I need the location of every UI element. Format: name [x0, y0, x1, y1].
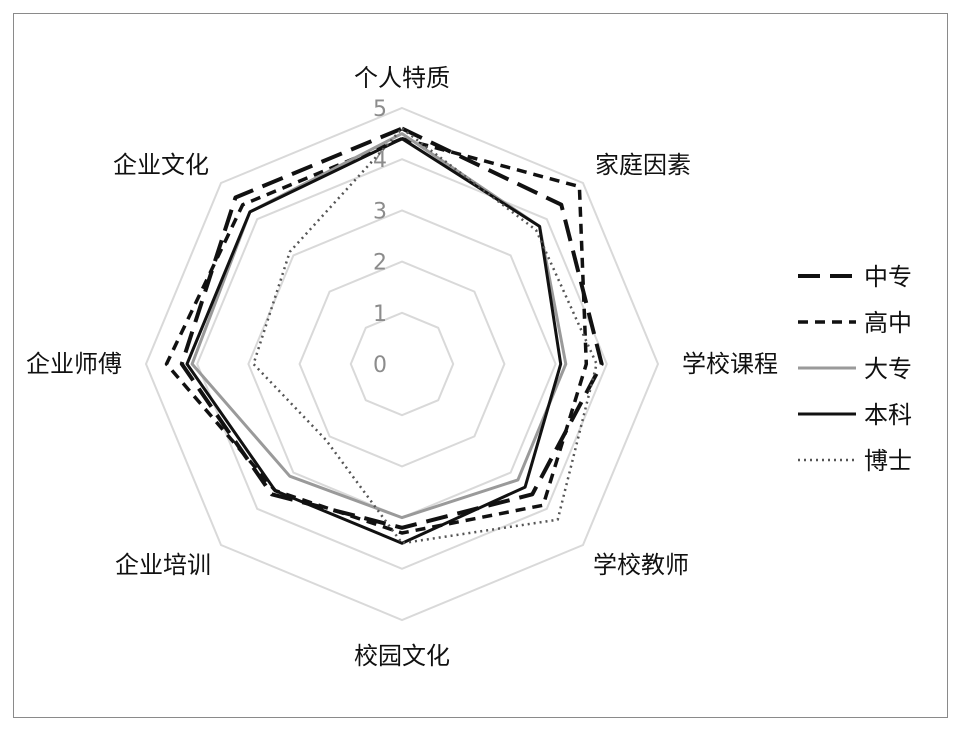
series-line-2 — [190, 132, 568, 520]
legend-label: 博士 — [864, 447, 912, 475]
series-line-0 — [179, 126, 604, 530]
axis-label: 学校课程 — [682, 350, 778, 378]
tick-label: 5 — [373, 97, 387, 122]
axis-label: 个人特质 — [354, 64, 450, 92]
tick-label: 0 — [373, 353, 387, 378]
tick-label: 2 — [373, 251, 387, 276]
series-line-3 — [185, 137, 563, 545]
legend-label: 高中 — [864, 309, 912, 337]
legend-label: 中专 — [864, 263, 912, 291]
grid-ring — [298, 260, 506, 468]
grid-ring — [196, 158, 608, 570]
axis-label: 企业文化 — [113, 151, 209, 179]
tick-label: 1 — [373, 302, 387, 327]
axis-label: 家庭因素 — [595, 151, 691, 179]
series-line-4 — [252, 127, 598, 545]
grid-ring — [349, 311, 455, 417]
radar-series — [164, 126, 604, 545]
grid-ring — [247, 209, 557, 519]
legend-label: 大专 — [864, 355, 912, 383]
axis-label: 企业培训 — [115, 551, 211, 579]
radar-tick-labels: 0 1 2 3 4 5 — [373, 97, 387, 378]
tick-label: 4 — [373, 148, 387, 173]
axis-label: 企业师傅 — [26, 350, 122, 378]
axis-label: 校园文化 — [354, 642, 450, 670]
legend-label: 本科 — [864, 401, 912, 429]
grid-ring — [144, 106, 660, 622]
tick-label: 3 — [373, 199, 387, 224]
series-line-1 — [164, 136, 589, 535]
axis-label: 学校教师 — [593, 551, 689, 579]
